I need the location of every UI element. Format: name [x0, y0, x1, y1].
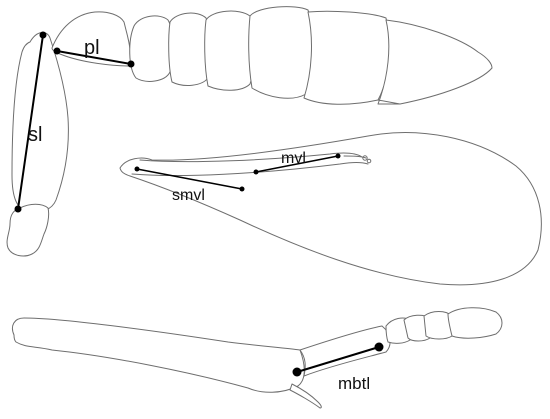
- wing-vein-upper: [139, 152, 363, 163]
- marginal-vein-label: mvl: [281, 150, 306, 167]
- pedicel-end-point: [127, 60, 135, 68]
- metatibia-drawing: mbtl: [11, 307, 503, 409]
- antenna-funicle-4: [248, 6, 315, 99]
- tibial-spur: [289, 383, 322, 409]
- submarginal-vein-line: [136, 168, 243, 190]
- metatibia-length-line: [296, 346, 380, 373]
- marginal-vein-start: [253, 169, 259, 175]
- submarginal-vein-end: [239, 186, 245, 192]
- scape-length-line: [17, 34, 44, 210]
- submarginal-vein-start: [134, 166, 140, 172]
- pedicel-start-point: [53, 47, 61, 55]
- scape-end-point: [14, 205, 22, 213]
- stigma-ring: [362, 155, 368, 161]
- antenna-clava-2: [377, 19, 493, 105]
- antenna-drawing: sl pl: [6, 6, 493, 257]
- scape-label: sl: [28, 124, 42, 146]
- metatibia-label: mbtl: [338, 374, 370, 393]
- pedicel-label: pl: [84, 37, 100, 59]
- antenna-clava-1: [303, 10, 390, 105]
- antenna-radicle: [6, 203, 50, 257]
- marginal-vein-line: [255, 155, 339, 173]
- pedicel-length-line: [56, 50, 132, 65]
- basitarsus: [299, 325, 391, 377]
- forewing-drawing: mvl smvl: [119, 132, 542, 286]
- metatibia-outline: [11, 317, 305, 393]
- submarginal-vein-label: smvl: [172, 187, 205, 204]
- forewing-outline: [119, 132, 542, 286]
- antenna-funicle-1: [129, 15, 174, 82]
- antenna-funicle-3: [204, 10, 255, 91]
- marginal-vein-end: [335, 153, 341, 159]
- wing-vein-stigma: [343, 155, 367, 159]
- metatibia-end-point: [374, 342, 384, 352]
- metatibia-start-point: [292, 367, 302, 377]
- scape-start-point: [39, 31, 47, 39]
- tarsus-segment-5: [447, 307, 503, 339]
